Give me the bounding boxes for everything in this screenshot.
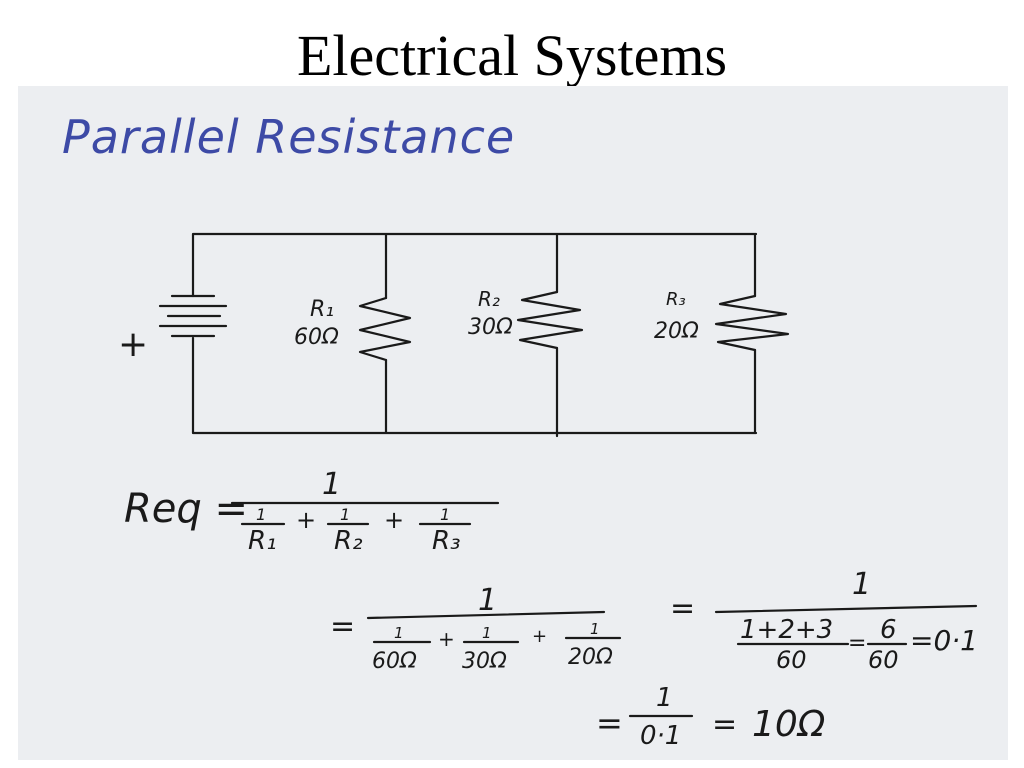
resistor-r1-label: R₁	[310, 297, 334, 322]
step2-result: =0·1	[910, 624, 978, 657]
step2-term-2-num: 1	[482, 624, 492, 642]
step2-term-2-den: 30Ω	[462, 649, 507, 674]
step3-numerator: 1	[656, 683, 673, 713]
notebook-paper	[18, 86, 1008, 760]
formula-term-1-den: R₁	[248, 526, 277, 556]
step2-sum-denominator: 60	[776, 646, 807, 674]
formula-term-2-num: 1	[340, 505, 350, 524]
formula-step-3: = 1 0·1 = 10Ω	[596, 683, 826, 751]
step2-frac-den: 60	[868, 646, 899, 674]
step2-equals-3: =	[848, 631, 866, 656]
notes-heading: Parallel Resistance	[62, 110, 516, 164]
resistor-r1-value: 60Ω	[294, 325, 339, 350]
step3-answer: 10Ω	[752, 704, 826, 745]
resistor-r3-label: R₃	[666, 289, 686, 310]
formula-req: Req = 1 1 R₁ + 1 R₂ + 1 R₃	[124, 467, 500, 556]
resistor-r2-zigzag	[516, 290, 584, 350]
circuit-diagram: + R₁ 60Ω R₂ 30Ω R₃ 20Ω	[118, 232, 790, 438]
step2-equals-2: =	[670, 591, 695, 626]
formula-lhs: Req =	[124, 486, 248, 532]
step2-plus-2: +	[532, 626, 547, 647]
step3-equals: =	[596, 704, 623, 742]
battery-plus-sign: +	[118, 324, 148, 365]
resistor-r3-value: 20Ω	[654, 319, 699, 344]
step3-equals-2: =	[712, 707, 737, 742]
step2-equals: =	[330, 609, 355, 644]
circuit-wire	[191, 232, 758, 438]
formula-numerator: 1	[322, 467, 341, 502]
resistor-r1-zigzag	[358, 296, 412, 362]
step2-numerator-2: 1	[852, 567, 871, 602]
step2-numerator: 1	[478, 583, 497, 618]
formula-plus-1: +	[296, 506, 316, 534]
step3-denominator: 0·1	[640, 721, 681, 751]
step2-sum: 1+2+3	[740, 615, 833, 645]
slide-title: Electrical Systems	[296, 23, 728, 88]
step2-plus-1: +	[438, 627, 455, 651]
formula-step-2: = 1 1 60Ω + 1 30Ω + 1 20Ω = 1 1+2+3 60 =…	[330, 567, 978, 674]
step2-frac-num: 6	[880, 615, 897, 645]
battery-symbol	[158, 294, 228, 338]
step2-term-3-num: 1	[590, 620, 600, 638]
resistor-r2-label: R₂	[478, 287, 500, 311]
formula-term-3-den: R₃	[432, 526, 461, 556]
resistor-r2-value: 30Ω	[468, 315, 513, 340]
formula-term-1-num: 1	[256, 505, 266, 524]
step2-term-1-den: 60Ω	[372, 649, 417, 674]
formula-term-2-den: R₂	[334, 526, 363, 556]
resistor-r3-zigzag	[714, 294, 790, 352]
formula-term-3-num: 1	[440, 505, 450, 524]
step2-term-3-den: 20Ω	[568, 645, 613, 670]
formula-plus-2: +	[384, 506, 404, 534]
step2-term-1-num: 1	[394, 624, 404, 642]
